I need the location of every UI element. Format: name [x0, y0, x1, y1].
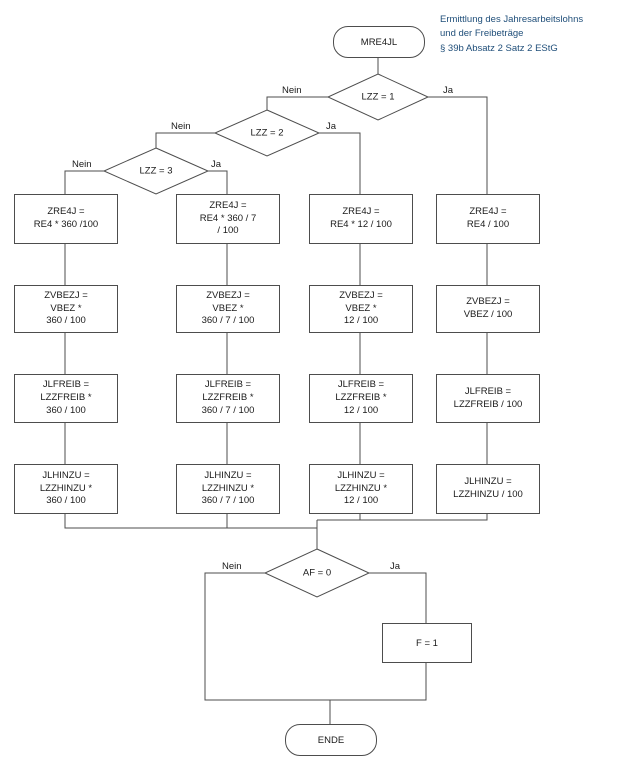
title-line-3: § 39b Absatz 2 Satz 2 EStG — [440, 42, 558, 54]
edge-label-lzz3-nein: Nein — [72, 159, 92, 170]
process-box-zvbezj-col1-text: ZVBEZJ = VBEZ * 360 / 100 — [44, 289, 88, 327]
process-box-jlhinzu-col3: JLHINZU = LZZHINZU * 12 / 100 — [309, 464, 413, 514]
connector-lzz3-nein — [64, 170, 104, 194]
edge-label-lzz1-ja: Ja — [443, 85, 454, 96]
process-box-jlfreib-col4: JLFREIB = LZZFREIB / 100 — [436, 374, 540, 423]
process-box-zvbezj-col3: ZVBEZJ = VBEZ * 12 / 100 — [309, 285, 413, 333]
process-box-zvbezj-col4-text: ZVBEZJ = VBEZ / 100 — [463, 296, 513, 320]
process-box-jlhinzu-col4-text: JLHINZU = LZZHINZU / 100 — [453, 476, 523, 500]
decision-lzz2-label: LZZ = 2 — [250, 127, 284, 139]
start-terminator: MRE4JL — [333, 26, 425, 58]
connector-lzz2-nein — [155, 132, 215, 148]
process-box-zvbezj-col2: ZVBEZJ = VBEZ * 360 / 7 / 100 — [176, 285, 280, 333]
edge-label-lzz1-nein: Nein — [282, 85, 302, 96]
process-box-jlhinzu-col3-text: JLHINZU = LZZHINZU * 12 / 100 — [334, 469, 388, 507]
process-box-zvbezj-col3-text: ZVBEZJ = VBEZ * 12 / 100 — [339, 289, 383, 327]
end-terminator: ENDE — [285, 724, 377, 756]
chart-title: Ermittlung des Jahresarbeitslohns und de… — [440, 13, 622, 56]
process-box-f: F = 1 — [382, 623, 472, 663]
edge-label-af-ja: Ja — [390, 561, 401, 572]
process-box-zre4j-col2: ZRE4J = RE4 * 360 / 7 / 100 — [176, 194, 280, 244]
title-line-1: Ermittlung des Jahresarbeitslohns — [440, 14, 584, 25]
connector-f-to-merge — [330, 661, 427, 701]
start-label: MRE4JL — [360, 36, 398, 48]
decision-lzz1-label: LZZ = 1 — [361, 91, 395, 103]
process-box-zre4j-col1: ZRE4J = RE4 * 360 /100 — [14, 194, 118, 244]
process-box-zre4j-col4: ZRE4J = RE4 / 100 — [436, 194, 540, 244]
process-box-jlhinzu-col2: JLHINZU = LZZHINZU * 360 / 7 / 100 — [176, 464, 280, 514]
decision-af-label: AF = 0 — [302, 567, 332, 579]
process-box-f-text: F = 1 — [416, 637, 438, 649]
connector-lzz1-ja — [428, 96, 488, 194]
end-label: ENDE — [317, 734, 345, 746]
title-line-2: und der Freibeträge — [440, 28, 524, 40]
connector-merge-col1 — [64, 512, 317, 529]
diamond-af — [263, 548, 371, 598]
decision-lzz3-label: LZZ = 3 — [139, 165, 173, 177]
edge-label-lzz2-nein: Nein — [171, 121, 191, 132]
process-box-zvbezj-col4: ZVBEZJ = VBEZ / 100 — [436, 285, 540, 333]
process-box-zre4j-col4-text: ZRE4J = RE4 / 100 — [466, 206, 510, 230]
process-box-zvbezj-col2-text: ZVBEZJ = VBEZ * 360 / 7 / 100 — [201, 289, 255, 327]
edge-label-lzz2-ja: Ja — [326, 121, 337, 132]
diamond-lzz3 — [102, 147, 210, 195]
connector-af-ja — [369, 572, 427, 623]
process-box-zre4j-col2-text: ZRE4J = RE4 * 360 / 7 / 100 — [199, 199, 257, 237]
edge-label-af-nein: Nein — [222, 561, 242, 572]
process-box-jlfreib-col2-text: JLFREIB = LZZFREIB * 360 / 7 / 100 — [201, 379, 255, 416]
process-box-jlhinzu-col2-text: JLHINZU = LZZHINZU * 360 / 7 / 100 — [201, 469, 255, 507]
connector-lzz1-nein — [266, 96, 328, 110]
connector-lzz2-ja — [319, 132, 361, 194]
connector-af-nein — [204, 572, 330, 701]
connectors — [64, 56, 488, 724]
process-box-jlfreib-col2: JLFREIB = LZZFREIB * 360 / 7 / 100 — [176, 374, 280, 423]
process-box-zvbezj-col1: ZVBEZJ = VBEZ * 360 / 100 — [14, 285, 118, 333]
process-box-zre4j-col1-text: ZRE4J = RE4 * 360 /100 — [33, 206, 99, 230]
decision-diamonds — [102, 73, 430, 598]
process-box-jlfreib-col1-text: JLFREIB = LZZFREIB * 360 / 100 — [40, 379, 92, 416]
process-box-zre4j-col3: ZRE4J = RE4 * 12 / 100 — [309, 194, 413, 244]
edge-label-lzz3-ja: Ja — [211, 159, 222, 170]
connector-lzz3-ja — [208, 170, 228, 194]
process-box-jlhinzu-col4: JLHINZU = LZZHINZU / 100 — [436, 464, 540, 514]
process-box-jlhinzu-col1-text: JLHINZU = LZZHINZU * 360 / 100 — [39, 469, 93, 507]
connector-merge-col4 — [317, 512, 488, 521]
process-box-jlfreib-col1: JLFREIB = LZZFREIB * 360 / 100 — [14, 374, 118, 423]
process-box-jlhinzu-col1: JLHINZU = LZZHINZU * 360 / 100 — [14, 464, 118, 514]
process-box-jlfreib-col4-text: JLFREIB = LZZFREIB / 100 — [453, 385, 523, 410]
diamond-lzz2 — [213, 109, 321, 157]
diamond-lzz1 — [326, 73, 430, 121]
process-box-zre4j-col3-text: ZRE4J = RE4 * 12 / 100 — [330, 206, 392, 230]
process-box-jlfreib-col3-text: JLFREIB = LZZFREIB * 12 / 100 — [335, 379, 387, 416]
process-box-jlfreib-col3: JLFREIB = LZZFREIB * 12 / 100 — [309, 374, 413, 423]
